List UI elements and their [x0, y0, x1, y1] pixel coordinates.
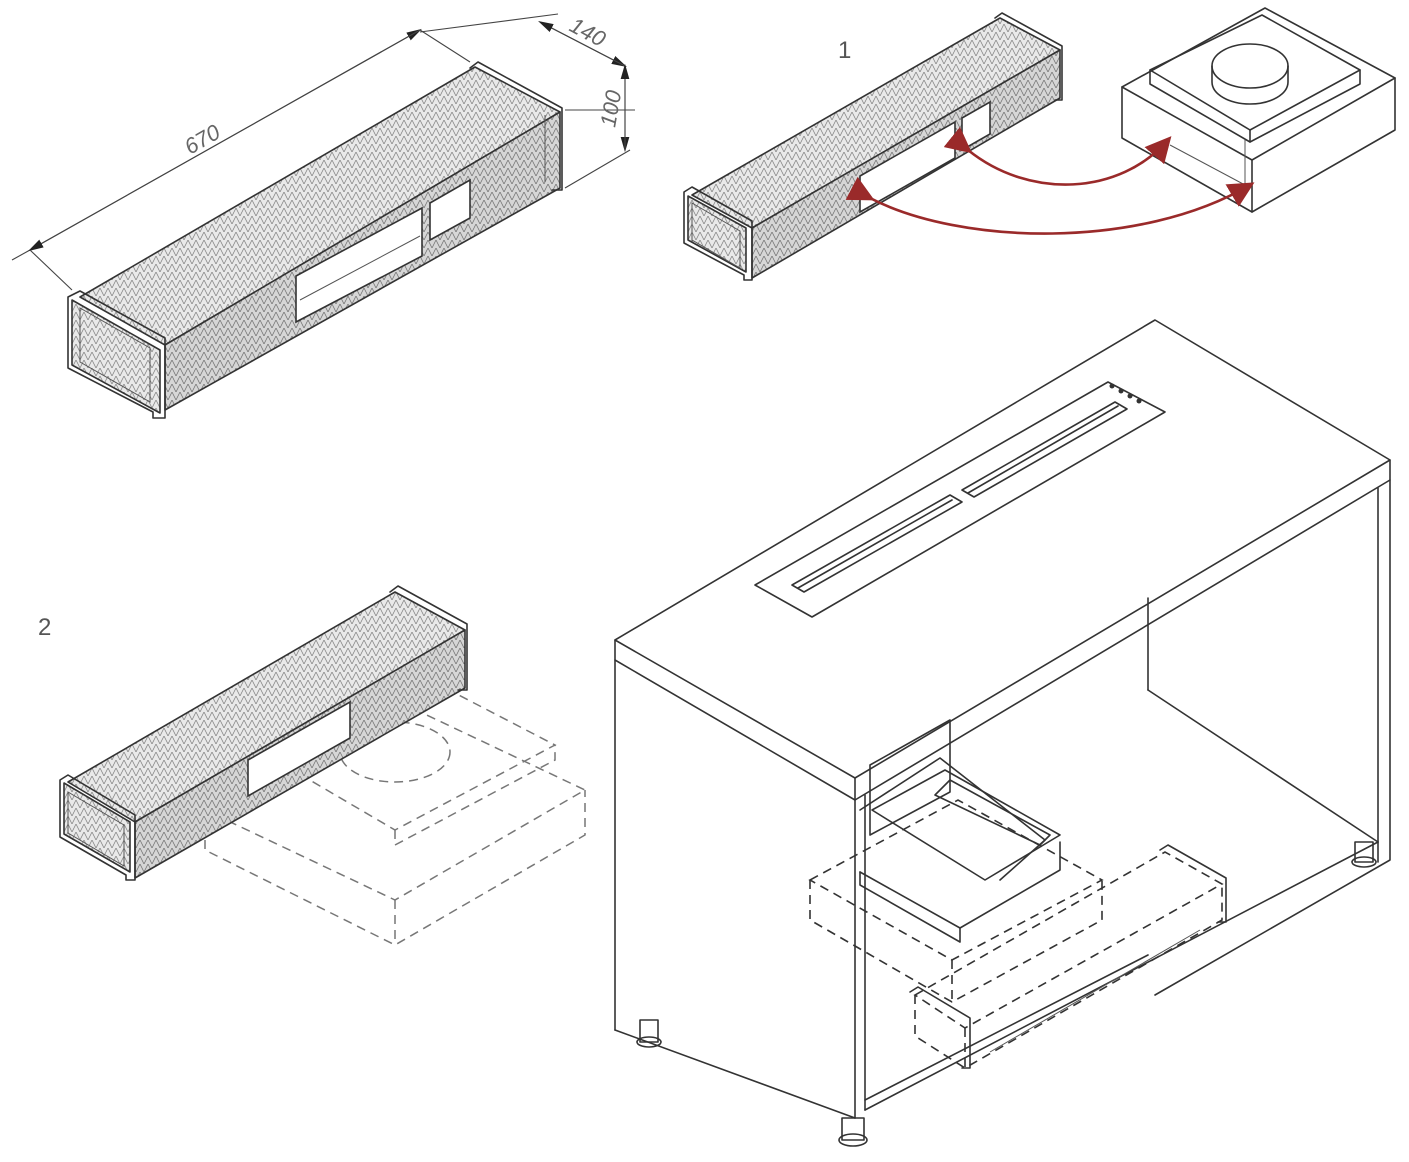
- step-1-label: 1: [838, 37, 851, 64]
- dimension-height-label: 100: [595, 88, 626, 129]
- kitchen-cabinet: [614, 319, 1391, 1147]
- filter-box-step1: [683, 12, 1063, 281]
- dimension-width-label: 140: [566, 12, 611, 52]
- dimension-length-label: 670: [180, 119, 225, 159]
- step-2-label: 2: [38, 614, 51, 641]
- hob-unit: [1121, 7, 1396, 213]
- filter-box-dimensioned: 670 140 100: [11, 12, 635, 419]
- filter-box-step2: [59, 585, 468, 881]
- connection-arrow-lower: [845, 176, 1255, 235]
